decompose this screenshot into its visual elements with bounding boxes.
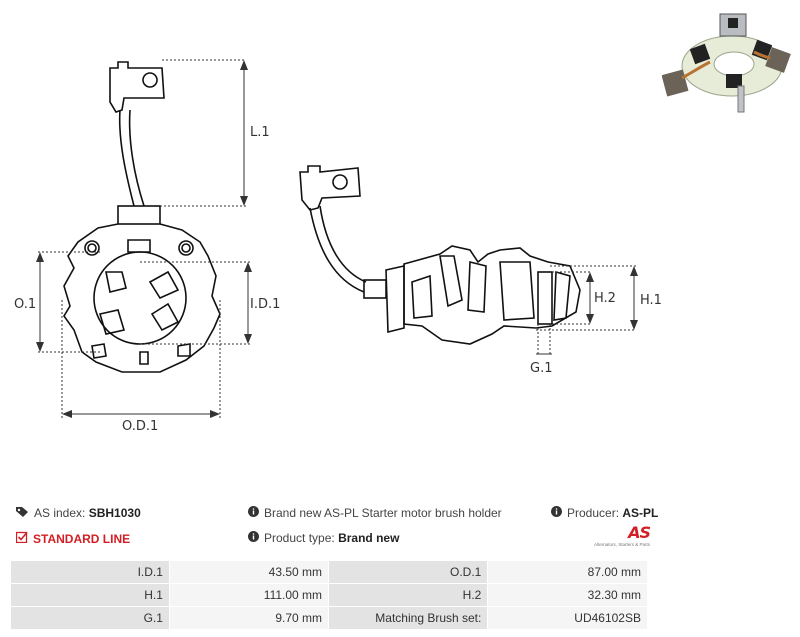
table-row: H.1 111.00 mm H.2 32.30 mm bbox=[10, 583, 648, 607]
as-index-label: AS index: bbox=[34, 506, 86, 520]
spec-key: Matching Brush set: bbox=[328, 606, 489, 630]
spec-value: 9.70 mm bbox=[168, 606, 330, 630]
label-l1: L.1 bbox=[250, 125, 270, 140]
tag-icon bbox=[16, 506, 29, 520]
product-line: STANDARD LINE bbox=[15, 531, 131, 546]
product-photo bbox=[662, 13, 791, 113]
spec-table: I.D.1 43.50 mm O.D.1 87.00 mm H.1 111.00… bbox=[10, 560, 648, 630]
label-o1: O.1 bbox=[14, 297, 36, 312]
label-h2: H.2 bbox=[594, 291, 616, 306]
product-type-value: Brand new bbox=[338, 531, 400, 545]
spec-key: I.D.1 bbox=[10, 560, 170, 584]
as-index-value: SBH1030 bbox=[88, 506, 141, 520]
description-text: Brand new AS-PL Starter motor brush hold… bbox=[264, 506, 502, 520]
spec-value: 32.30 mm bbox=[487, 583, 648, 607]
info-icon bbox=[248, 531, 259, 545]
info-icon bbox=[551, 506, 562, 520]
spec-value: 43.50 mm bbox=[168, 560, 330, 584]
description: Brand new AS-PL Starter motor brush hold… bbox=[248, 506, 502, 520]
spec-value: UD46102SB bbox=[487, 606, 648, 630]
spec-value: 111.00 mm bbox=[168, 583, 330, 607]
spec-key: G.1 bbox=[10, 606, 170, 630]
product-info: AS index: SBH1030 STANDARD LINE Brand ne… bbox=[0, 500, 800, 560]
checkbox-icon bbox=[15, 531, 28, 546]
as-index: AS index: SBH1030 bbox=[16, 506, 141, 520]
producer-label: Producer: bbox=[567, 506, 620, 520]
product-type: Product type: Brand new bbox=[248, 531, 399, 545]
label-g1: G.1 bbox=[530, 361, 552, 376]
label-h1: H.1 bbox=[640, 293, 662, 308]
label-od1: O.D.1 bbox=[122, 419, 158, 434]
spec-key: O.D.1 bbox=[328, 560, 489, 584]
logo-text: AS bbox=[628, 523, 651, 542]
producer: Producer: AS-PL bbox=[551, 506, 658, 520]
logo-tagline: Alternators, Starters & Parts bbox=[593, 542, 650, 547]
spec-value: 87.00 mm bbox=[487, 560, 648, 584]
label-id1: I.D.1 bbox=[250, 297, 280, 312]
product-line-label: STANDARD LINE bbox=[33, 531, 131, 546]
spec-key: H.1 bbox=[10, 583, 170, 607]
table-row: I.D.1 43.50 mm O.D.1 87.00 mm bbox=[10, 560, 648, 584]
table-row: G.1 9.70 mm Matching Brush set: UD46102S… bbox=[10, 606, 648, 630]
info-icon bbox=[248, 506, 259, 520]
product-type-label: Product type: bbox=[264, 531, 335, 545]
as-pl-logo: AS Alternators, Starters & Parts bbox=[586, 523, 651, 553]
technical-drawing: L.1 O.1 I.D.1 O.D.1 H.1 H.2 G.1 bbox=[14, 59, 662, 434]
producer-value: AS-PL bbox=[622, 506, 659, 520]
spec-key: H.2 bbox=[328, 583, 489, 607]
